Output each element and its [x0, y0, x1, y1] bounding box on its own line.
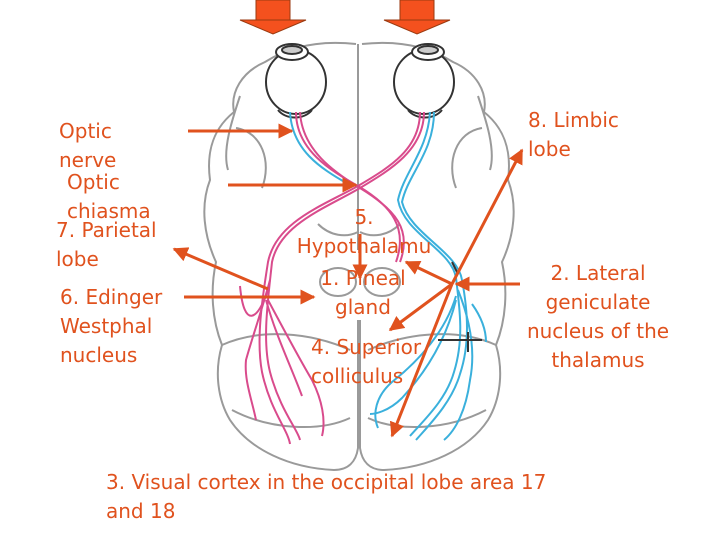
label-arrows: [172, 123, 524, 438]
light-arrow-left-icon: [239, 0, 307, 35]
label-lateral-geniculate: 2. Lateral geniculate nucleus of the tha…: [526, 261, 670, 372]
label-pineal-gland: 1. Pineal gland: [320, 266, 406, 319]
label-edinger-westphal: 6. Edinger Westphal nucleus: [60, 285, 163, 367]
label-parietal-lobe: 7. Parietal lobe: [56, 218, 157, 271]
label-hypothalamus: 5. Hypothalamu: [296, 205, 432, 258]
left-eye-icon: [265, 43, 327, 119]
light-arrow-right-icon: [383, 0, 451, 35]
arrow-parietal-lobe: [172, 247, 269, 291]
arrow-superior-colliculus: [388, 282, 453, 332]
label-optic-nerve: Optic nerve: [59, 119, 117, 172]
arrow-pineal-gland: [404, 260, 453, 286]
label-optic-chiasma: Optic chiasma: [67, 170, 151, 223]
label-visual-cortex: 3. Visual cortex in the occipital lobe a…: [106, 470, 547, 523]
nasal-pathway: [239, 111, 425, 445]
label-superior-colliculus: 4. Superior colliculus: [311, 335, 422, 388]
arrow-limbic-lobe: [450, 148, 524, 285]
arrow-visual-cortex: [389, 283, 454, 438]
label-limbic-lobe: 8. Limbic lobe: [528, 108, 619, 161]
right-eye-icon: [393, 43, 455, 119]
